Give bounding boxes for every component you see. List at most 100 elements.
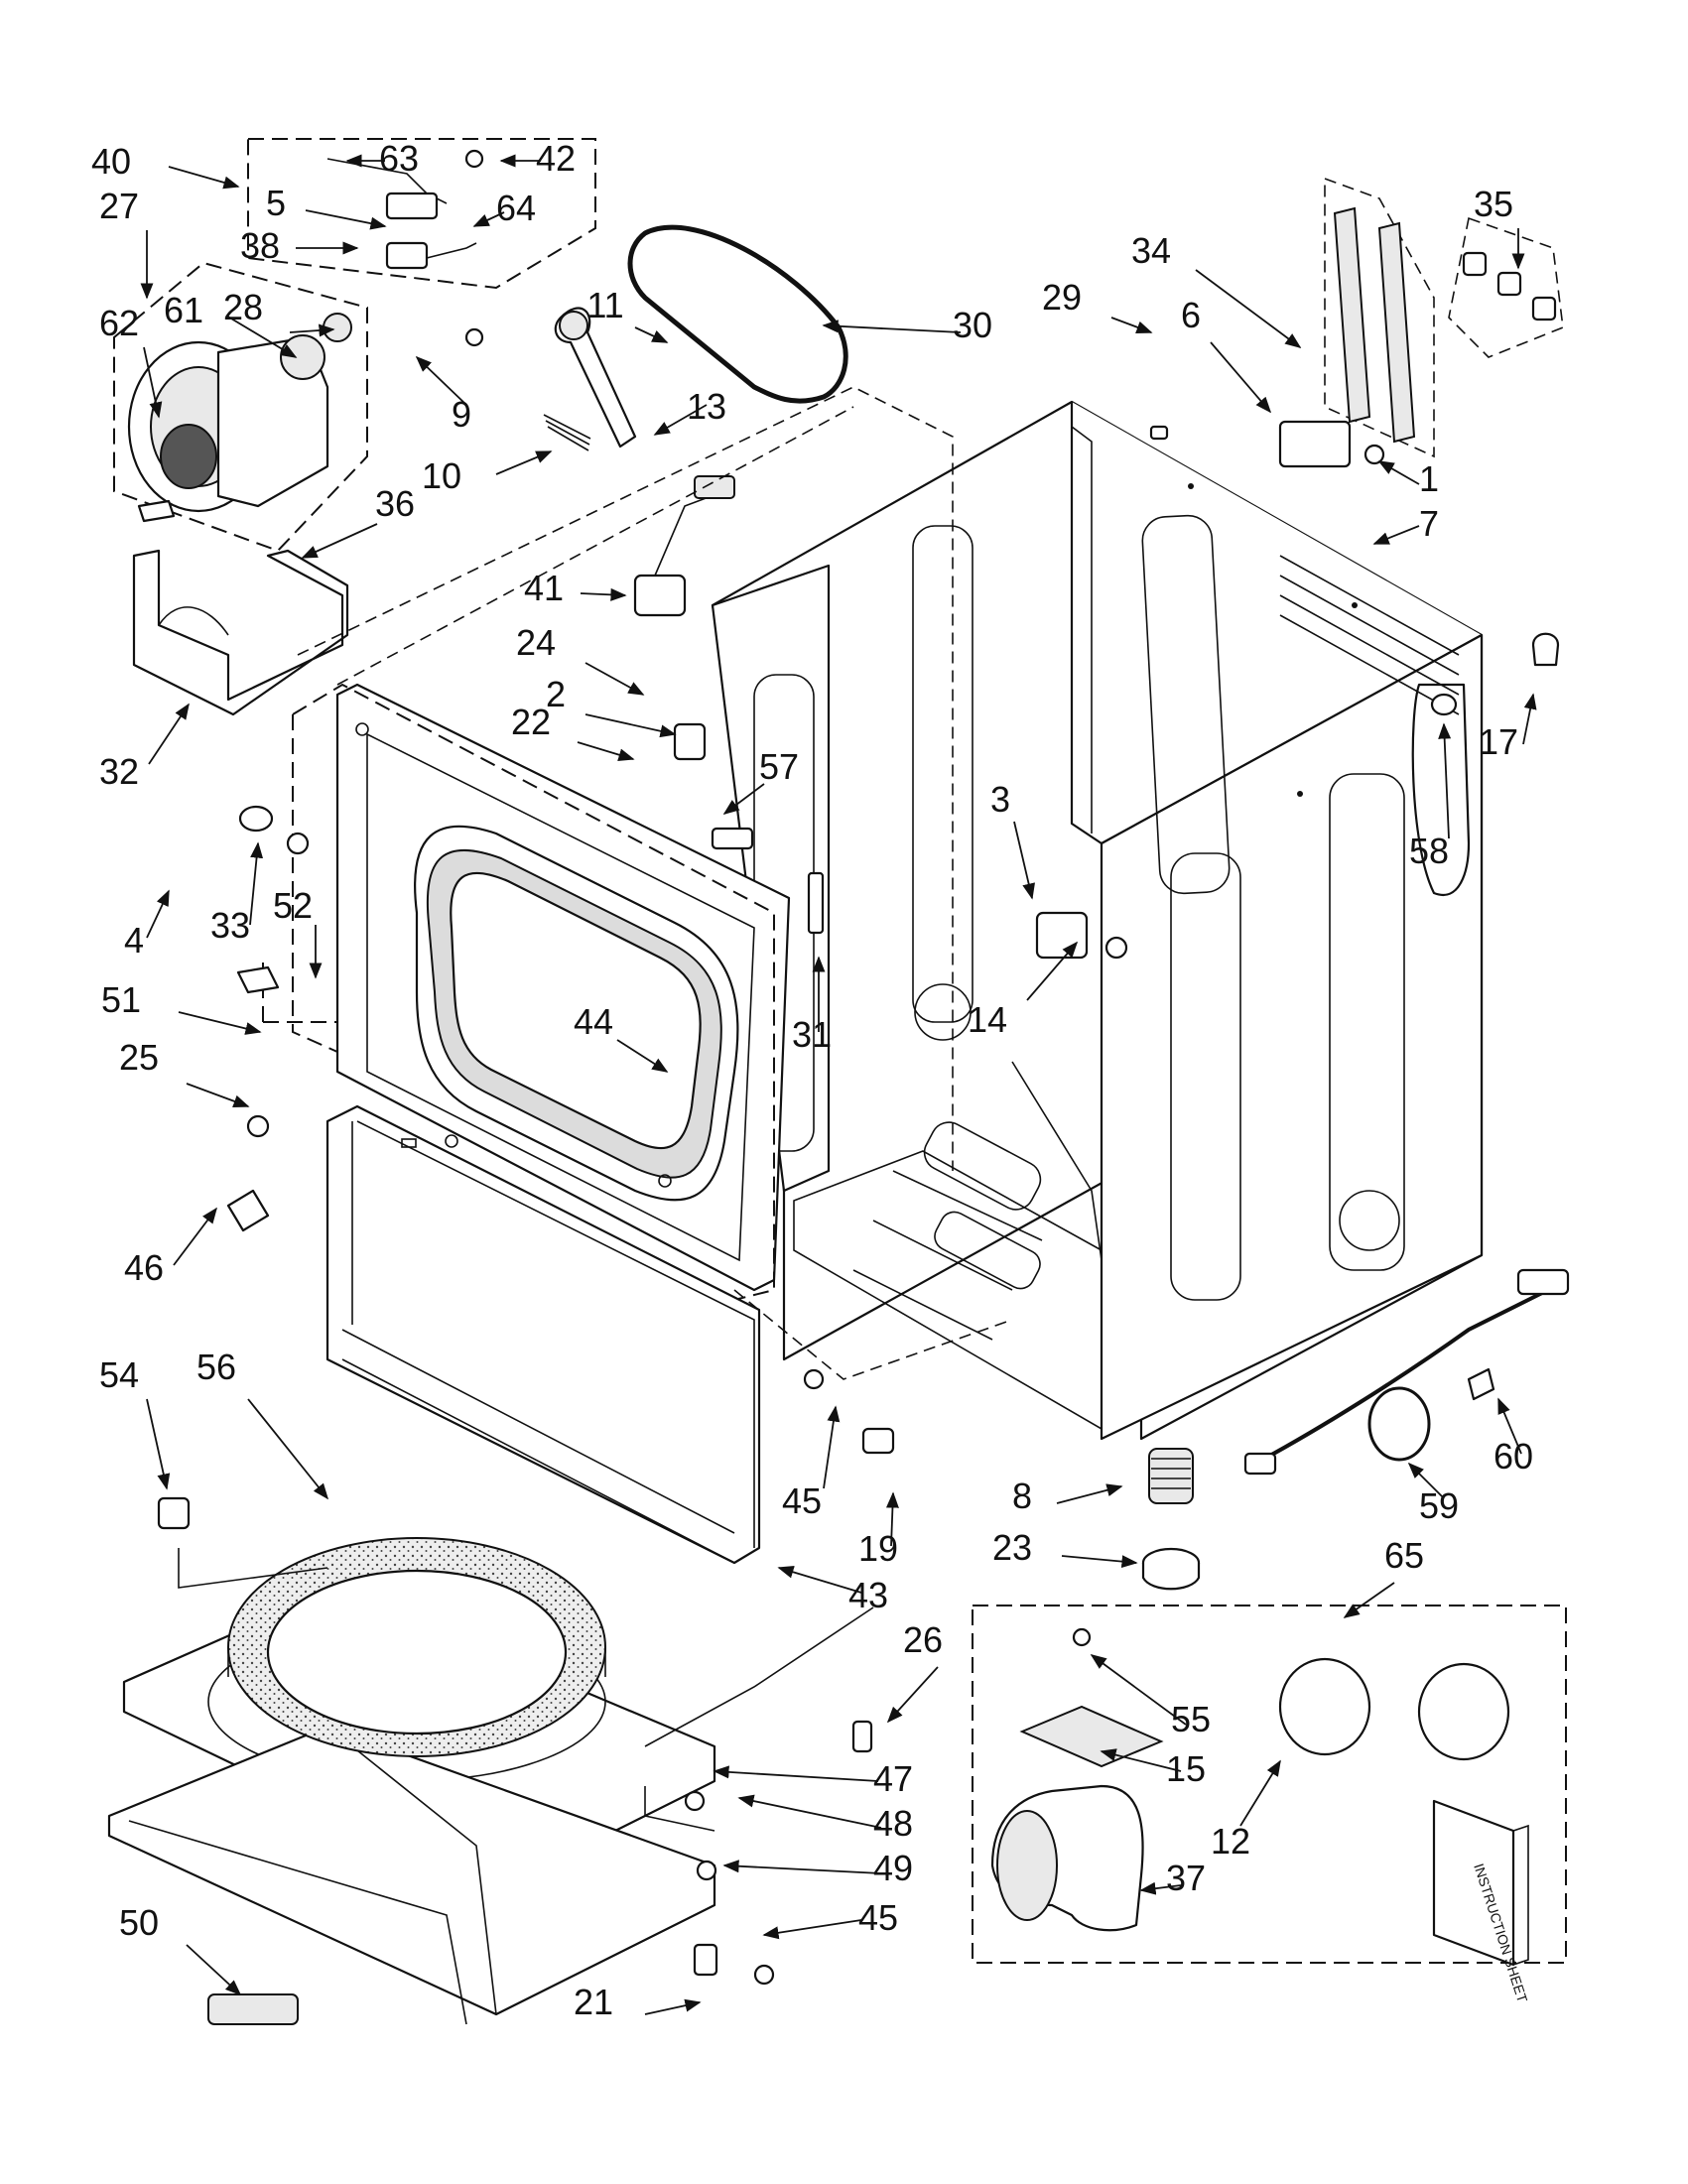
drive-belt-part [627, 224, 848, 404]
callout-30: 30 [822, 305, 992, 345]
callout-40: 40 [91, 141, 240, 190]
callout-22: 22 [511, 702, 635, 761]
callout-12: 12 [1211, 1759, 1281, 1862]
callout-leader [577, 741, 635, 761]
exhaust-kit-box [972, 1605, 1567, 1967]
front-panel-part [335, 683, 791, 1292]
callout-19: 19 [858, 1491, 899, 1569]
callout-leader [1372, 525, 1420, 545]
callout-48: 48 [737, 1794, 913, 1844]
callout-label: 34 [1131, 230, 1171, 271]
callout-leader [1139, 1881, 1182, 1895]
callout-leader [1195, 269, 1302, 348]
callout-31: 31 [792, 956, 832, 1055]
callout-label: 17 [1479, 721, 1518, 762]
callout-50: 50 [119, 1902, 242, 1996]
callout-38: 38 [240, 225, 359, 266]
callout-label: 58 [1409, 831, 1449, 871]
callout-42: 42 [499, 138, 576, 179]
callout-leader [580, 587, 627, 601]
callout-label: 2 [546, 674, 566, 714]
callout-label: 63 [379, 138, 419, 179]
callout-65: 65 [1343, 1535, 1424, 1618]
callout-label: 54 [99, 1354, 139, 1395]
callout-leader [1377, 460, 1420, 485]
callout-55: 55 [1090, 1654, 1211, 1739]
callout-5: 5 [266, 183, 387, 230]
callout-label: 29 [1042, 277, 1082, 318]
callout-leader [1100, 1748, 1182, 1772]
callout-label: 15 [1166, 1748, 1206, 1789]
callout-leader [495, 450, 553, 475]
callout-label: 9 [452, 394, 471, 435]
callout-label: 12 [1211, 1821, 1250, 1862]
callout-leader [713, 1765, 879, 1782]
callout-leader [178, 1011, 262, 1035]
callout-leader [168, 166, 240, 190]
callout-label: 37 [1166, 1858, 1206, 1898]
callout-label: 4 [124, 920, 144, 961]
callout-leader [305, 209, 387, 230]
callout-label: 31 [792, 1014, 832, 1055]
callout-label: 62 [99, 303, 139, 343]
callout-leader [472, 211, 505, 227]
callout-46: 46 [124, 1207, 217, 1288]
callout-leader [1013, 821, 1035, 900]
callout-leader [249, 841, 264, 926]
callout-59: 59 [1407, 1462, 1459, 1526]
callout-label: 36 [375, 483, 415, 524]
callout-leader [584, 662, 645, 696]
callout-label: 61 [164, 290, 203, 330]
callout-label: 24 [516, 622, 556, 663]
callout-label: 60 [1493, 1436, 1533, 1477]
front-panel-outline [262, 683, 775, 1301]
callout-leader [1438, 722, 1452, 839]
thermostat-part [633, 475, 735, 761]
callout-leader [634, 326, 669, 343]
callout-leader [289, 323, 335, 337]
callout-leader [173, 1207, 217, 1266]
callout-7: 7 [1372, 503, 1439, 545]
callout-label: 46 [124, 1247, 164, 1288]
leveling-leg-part [1141, 1448, 1201, 1591]
callout-label: 49 [873, 1848, 913, 1888]
switch-kit-part [247, 138, 596, 290]
callout-56: 56 [196, 1347, 329, 1500]
callout-label: 10 [422, 455, 461, 496]
callout-leader [1522, 693, 1537, 745]
callout-label: 44 [574, 1001, 613, 1042]
callout-leader [644, 1998, 702, 2015]
callout-leader [1090, 1654, 1187, 1726]
callout-64: 64 [472, 188, 536, 228]
callout-label: 56 [196, 1347, 236, 1387]
callout-leader [616, 1039, 669, 1073]
callout-62: 62 [99, 303, 163, 419]
callout-11: 11 [586, 285, 669, 343]
callout-leader [737, 1794, 882, 1829]
callout-leader [885, 1491, 899, 1547]
callout-15: 15 [1100, 1748, 1206, 1789]
callout-17: 17 [1479, 693, 1537, 762]
callout-leader [247, 1398, 329, 1500]
callout-8: 8 [1012, 1476, 1123, 1516]
callout-45: 45 [782, 1405, 841, 1521]
callout-34: 34 [1131, 230, 1302, 348]
callout-32: 32 [99, 703, 190, 792]
callout-61: 61 [164, 290, 298, 358]
callout-label: 13 [687, 386, 726, 427]
callout-4: 4 [124, 889, 170, 961]
callout-leader [722, 783, 765, 815]
callout-35: 35 [1474, 184, 1525, 270]
assembly-lines [178, 386, 1013, 1832]
callout-label: 40 [91, 141, 131, 182]
callout-leader [1056, 1483, 1123, 1504]
callout-label: 21 [574, 1982, 613, 2022]
callout-label: 51 [101, 979, 141, 1020]
callout-13: 13 [653, 386, 726, 436]
callout-label: 27 [99, 186, 139, 226]
callout-label: 1 [1419, 458, 1439, 499]
callout-label: 25 [119, 1037, 159, 1078]
callout-leader [1026, 941, 1079, 1001]
callout-label: 7 [1419, 503, 1439, 544]
